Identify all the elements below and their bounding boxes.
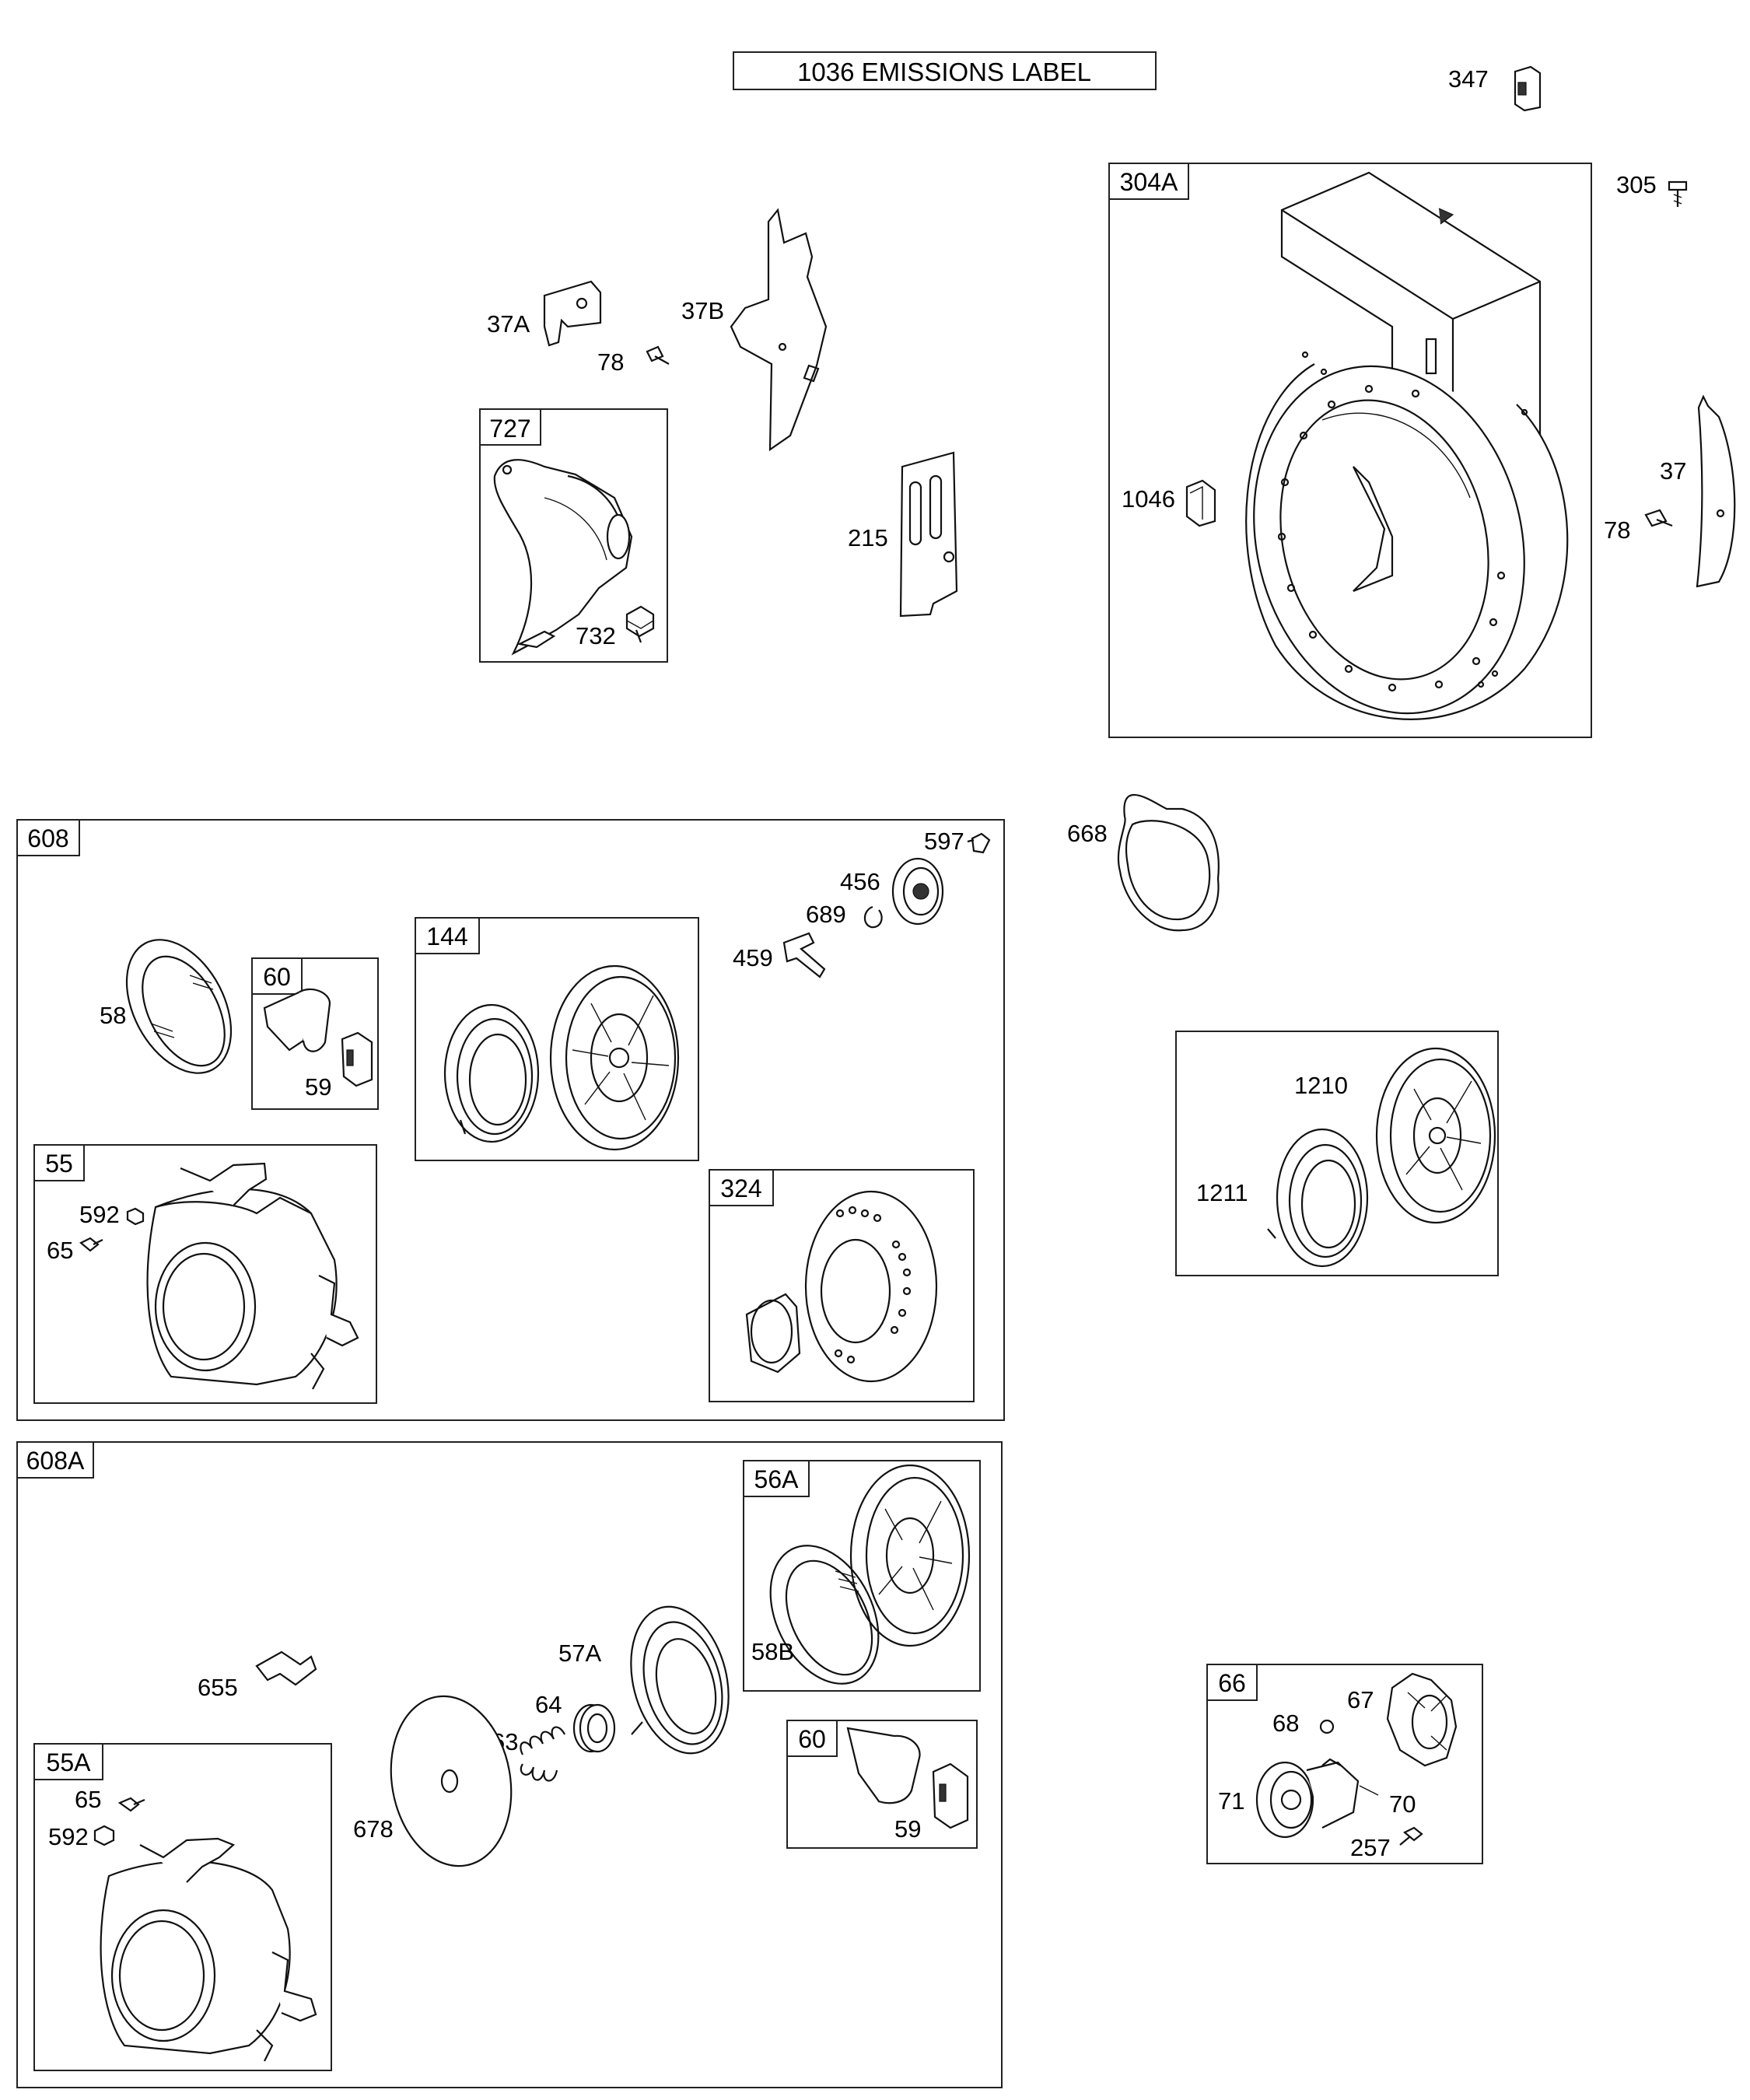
part-label-592-upper: 592 — [79, 1201, 120, 1228]
part-label-37: 37 — [1660, 457, 1686, 485]
part-78-screw-right: 78 — [1604, 509, 1673, 544]
group-label-608A: 608A — [26, 1447, 85, 1475]
group-label-608: 608 — [27, 824, 68, 852]
ratchet-dots — [834, 1206, 912, 1364]
part-305: 305 — [1616, 171, 1688, 207]
part-label-68: 68 — [1272, 1710, 1299, 1737]
part-label-456: 456 — [840, 868, 880, 895]
part-label-597: 597 — [924, 828, 964, 855]
part-78-screw-top: 78 — [597, 345, 670, 376]
part-1210: 1210 — [1294, 1072, 1348, 1099]
part-459: 459 — [733, 932, 826, 978]
part-678: 678 — [353, 1695, 513, 1867]
part-label-1210: 1210 — [1294, 1072, 1348, 1099]
part-689: 689 — [806, 901, 883, 929]
part-label-678: 678 — [353, 1815, 394, 1843]
part-597: 597 — [924, 828, 991, 855]
part-215: 215 — [848, 451, 958, 618]
part-label-67: 67 — [1347, 1686, 1374, 1713]
part-label-71: 71 — [1218, 1787, 1244, 1815]
part-label-1211: 1211 — [1196, 1179, 1248, 1206]
part-label-58B: 58B — [751, 1638, 794, 1665]
part-347: 347 — [1448, 65, 1542, 112]
part-label-305: 305 — [1616, 171, 1657, 198]
part-71: 71 — [1218, 1787, 1244, 1815]
part-label-59-lower: 59 — [894, 1815, 921, 1843]
part-65-upper: 65 — [47, 1237, 103, 1264]
part-label-257: 257 — [1350, 1834, 1391, 1861]
part-1211: 1211 — [1196, 1179, 1248, 1206]
group-56A: 56A — [743, 1460, 981, 1692]
group-label-66: 66 — [1218, 1669, 1246, 1697]
group-label-144: 144 — [426, 922, 467, 950]
group-label-727: 727 — [489, 415, 530, 443]
part-label-78-top: 78 — [597, 348, 624, 376]
part-592-upper: 592 — [79, 1201, 145, 1228]
part-1046: 1046 — [1122, 479, 1216, 527]
group-label-55A: 55A — [47, 1748, 92, 1776]
part-label-64: 64 — [535, 1691, 562, 1718]
group-304A: 304A — [1108, 163, 1592, 738]
part-65-lower: 65 — [75, 1786, 145, 1813]
part-label-65-upper: 65 — [47, 1237, 73, 1264]
part-label-65-lower: 65 — [75, 1786, 101, 1813]
group-55: 55 — [33, 1144, 377, 1404]
part-67: 67 — [1347, 1686, 1374, 1713]
group-label-56A: 56A — [754, 1465, 800, 1493]
group-324: 324 — [709, 1169, 975, 1402]
part-label-37B: 37B — [681, 297, 724, 324]
group-1210-1211 — [1175, 1031, 1499, 1276]
part-label-732: 732 — [576, 622, 616, 649]
part-456: 456 — [840, 857, 944, 926]
part-655: 655 — [198, 1650, 317, 1701]
group-55A: 55A — [33, 1743, 332, 2071]
group-144: 144 — [415, 917, 699, 1161]
part-label-347: 347 — [1448, 65, 1489, 93]
part-label-59-upper: 59 — [305, 1073, 331, 1101]
part-label-459: 459 — [733, 944, 773, 971]
part-37B: 37B — [681, 208, 828, 452]
part-59-lower: 59 — [894, 1815, 921, 1843]
group-727: 727 — [479, 408, 668, 663]
part-257: 257 — [1350, 1826, 1423, 1861]
group-label-324: 324 — [720, 1174, 761, 1202]
part-732: 732 — [576, 605, 655, 649]
housing-bolt-holes — [1277, 351, 1528, 692]
part-37-right: 37 — [1660, 394, 1736, 588]
group-label-60-lower: 60 — [798, 1725, 826, 1753]
part-57A: 57A — [558, 1605, 730, 1755]
part-label-57A: 57A — [558, 1640, 601, 1667]
part-label-592-lower: 592 — [48, 1823, 89, 1850]
part-58B: 58B — [751, 1638, 794, 1665]
part-label-668: 668 — [1067, 820, 1108, 847]
part-59-upper: 59 — [305, 1073, 331, 1101]
part-64: 64 — [535, 1691, 616, 1753]
group-66: 66 — [1206, 1664, 1483, 1864]
part-label-70: 70 — [1389, 1790, 1416, 1818]
part-37A: 37A — [487, 280, 602, 347]
part-label-1046: 1046 — [1122, 485, 1175, 513]
part-label-58: 58 — [100, 1002, 126, 1029]
group-60-lower: 60 — [786, 1720, 978, 1849]
part-label-78-right: 78 — [1604, 516, 1630, 544]
group-608: 608 — [16, 819, 1005, 1421]
emissions-label-text: 1036 EMISSIONS LABEL — [797, 58, 1091, 86]
part-58: 58 — [100, 939, 233, 1074]
group-608A: 608A — [16, 1441, 1003, 2088]
group-label-304A: 304A — [1120, 168, 1178, 196]
emissions-label-callout: 1036 EMISSIONS LABEL — [733, 51, 1157, 90]
group-label-60-upper: 60 — [263, 963, 291, 991]
part-668: 668 — [1067, 793, 1220, 932]
part-label-215: 215 — [848, 524, 888, 551]
part-68: 68 — [1272, 1710, 1335, 1737]
part-592-lower: 592 — [48, 1823, 115, 1850]
part-label-37A: 37A — [487, 310, 530, 338]
group-60-upper: 60 — [251, 957, 379, 1110]
part-label-655: 655 — [198, 1674, 238, 1701]
part-70: 70 — [1359, 1785, 1416, 1818]
group-label-55: 55 — [45, 1150, 73, 1178]
part-label-689: 689 — [806, 901, 846, 928]
